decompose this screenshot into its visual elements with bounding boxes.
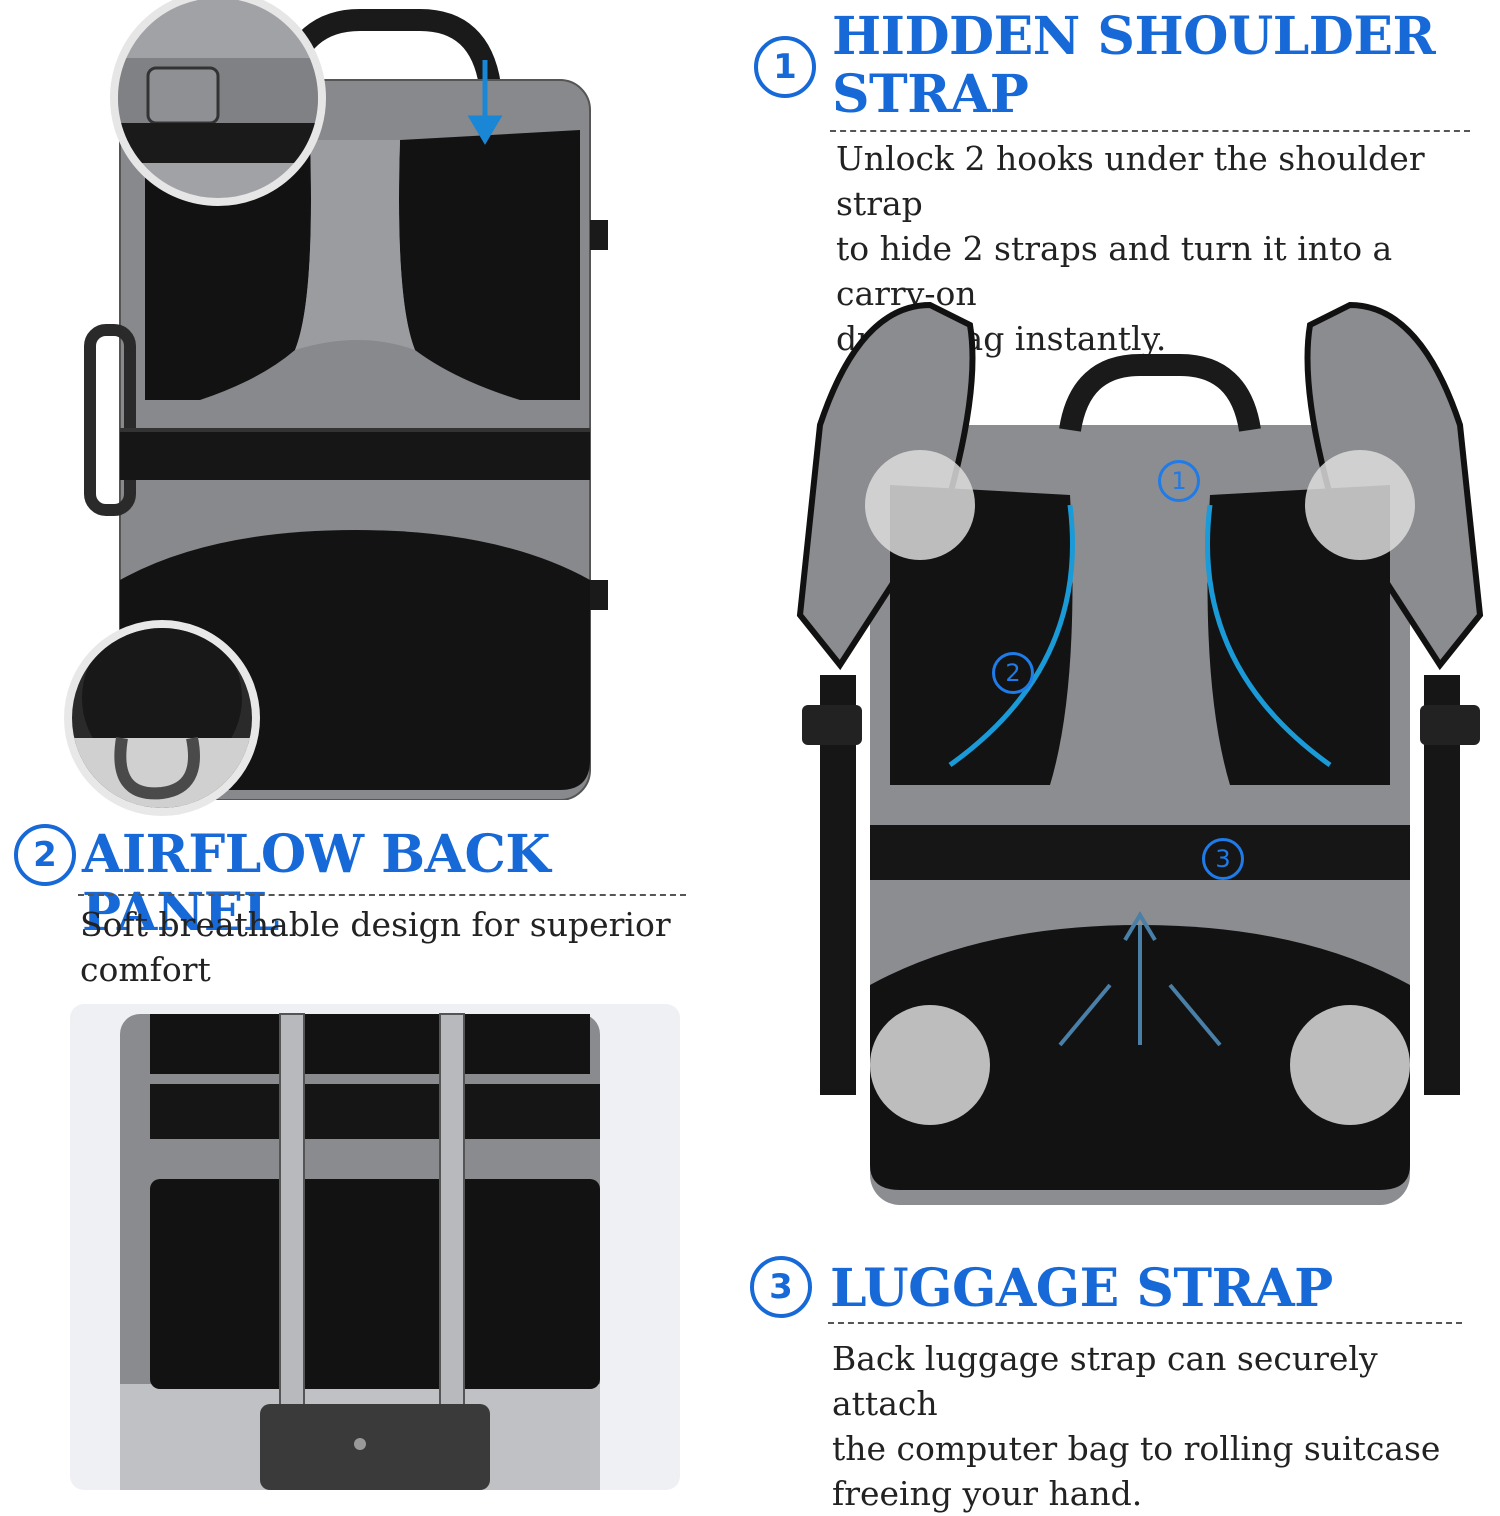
backpack-back-photo — [60, 0, 620, 800]
feature-1-number-badge: 1 — [754, 36, 816, 98]
feature-1-title: HIDDEN SHOULDER STRAP — [832, 6, 1436, 125]
feature-2-divider — [78, 894, 686, 896]
feature-2-number-badge: 2 — [14, 824, 76, 886]
feature-3-title: LUGGAGE STRAP — [830, 1258, 1333, 1319]
feature-3-number-badge: 3 — [750, 1256, 812, 1318]
feature-2-description: Soft breathable design for superior comf… — [80, 905, 671, 989]
zoom-dring-detail — [64, 620, 260, 816]
zoom-hook-detail — [110, 0, 326, 206]
feature-2-title: AIRFLOW BACK PANEL — [82, 824, 551, 943]
feature-3-description: Back luggage strap can securely attach t… — [832, 1339, 1441, 1513]
feature-1-divider — [830, 130, 1470, 132]
feature-3-divider — [828, 1322, 1462, 1324]
callout-2-marker: 2 — [992, 652, 1034, 694]
luggage-strap-photo — [70, 1004, 680, 1490]
callout-1-marker: 1 — [1158, 460, 1200, 502]
callout-3-marker: 3 — [1202, 838, 1244, 880]
backpack-straps-photo — [780, 285, 1500, 1215]
